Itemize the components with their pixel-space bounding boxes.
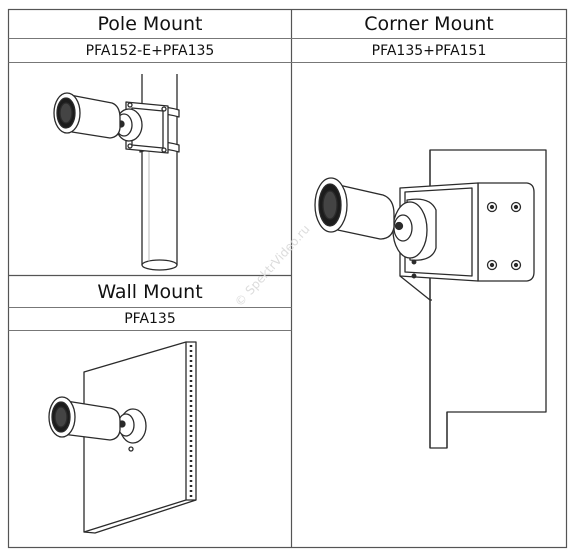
wall-mount-title: Wall Mount xyxy=(97,280,203,303)
wall-mount-model: PFA135 xyxy=(124,311,176,327)
pole-mount-title: Pole Mount xyxy=(97,13,203,35)
wall-mount-title-cell: Wall Mount xyxy=(9,276,291,307)
corner-mount-title: Corner Mount xyxy=(364,13,494,35)
pole-camera-body xyxy=(69,94,121,139)
pole-mount-model-cell: PFA152-E+PFA135 xyxy=(9,39,291,62)
pole-mount-title-cell: Pole Mount xyxy=(9,10,291,38)
corner-mount-model-cell: PFA135+PFA151 xyxy=(292,39,566,62)
wall-camera-body xyxy=(59,399,121,441)
wall-mount-model-cell: PFA135 xyxy=(9,308,291,330)
pole-mount-model: PFA152-E+PFA135 xyxy=(85,42,215,59)
corner-mount-model: PFA135+PFA151 xyxy=(371,42,487,59)
pole-bottom xyxy=(141,259,178,271)
corner-mount-title-cell: Corner Mount xyxy=(292,10,566,38)
outer-border xyxy=(7,8,568,549)
